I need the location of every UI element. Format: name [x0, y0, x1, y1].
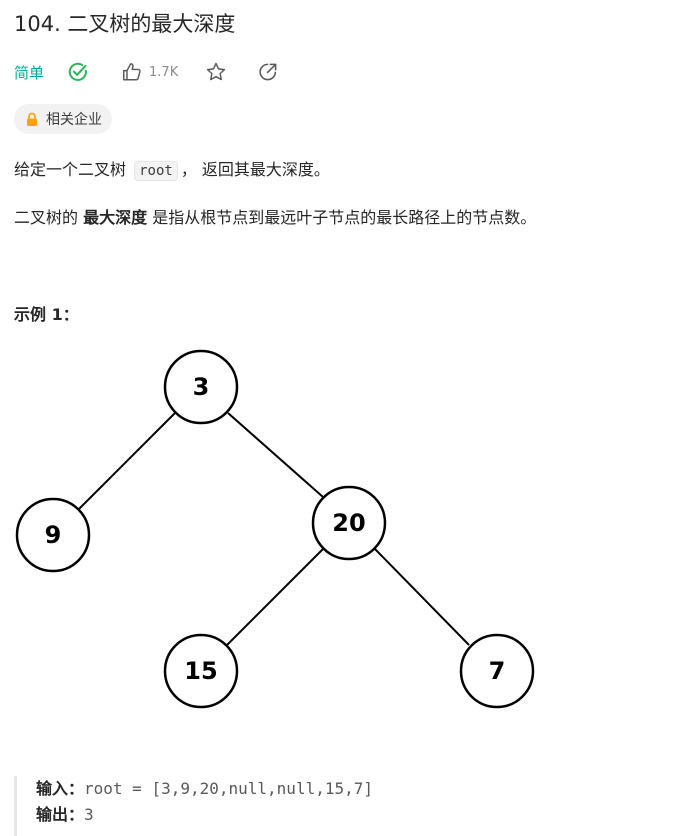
- tree-node: 3: [163, 349, 239, 425]
- tree-edge: [227, 412, 324, 498]
- binary-tree-diagram: 3 9 20 15 7: [15, 349, 535, 709]
- tree-node-label: 20: [332, 509, 365, 537]
- example-input-line: 输入：root = [3,9,20,null,null,15,7]: [36, 776, 636, 802]
- input-label: 输入：: [36, 779, 85, 798]
- output-label: 输出：: [36, 805, 85, 824]
- tree-edge: [226, 548, 324, 646]
- tree-node-label: 9: [45, 521, 62, 549]
- related-companies-tag[interactable]: 相关企业: [14, 104, 112, 134]
- output-value: 3: [84, 805, 94, 824]
- description-text: 是指从根节点到最远叶子节点的最长路径上的节点数。: [147, 208, 537, 227]
- tree-node: 9: [15, 497, 91, 573]
- share-icon[interactable]: [256, 60, 280, 84]
- description-text: 二叉树的: [14, 208, 84, 227]
- tree-node: 20: [311, 485, 387, 561]
- tree-node-label: 15: [184, 657, 217, 685]
- example-io-block: 输入：root = [3,9,20,null,null,15,7] 输出：3: [14, 776, 636, 836]
- check-circle-icon: [66, 60, 90, 84]
- like-count: 1.7K: [149, 64, 179, 80]
- thumbs-up-icon: [120, 60, 144, 84]
- problem-title: 104. 二叉树的最大深度: [14, 12, 236, 36]
- description-text: 给定一个二叉树: [14, 160, 132, 179]
- lock-icon: [25, 112, 39, 127]
- tree-node: 15: [163, 633, 239, 709]
- input-value: root = [3,9,20,null,null,15,7]: [84, 779, 373, 798]
- tree-edge: [374, 548, 470, 646]
- description-text: ， 返回其最大深度。: [180, 160, 330, 179]
- tree-node-label: 3: [193, 373, 210, 401]
- problem-meta-row: 简单 1.7K: [14, 58, 280, 86]
- like-button[interactable]: 1.7K: [120, 60, 178, 84]
- star-icon[interactable]: [204, 60, 228, 84]
- tree-edge: [78, 412, 176, 510]
- inline-code-root: root: [134, 161, 178, 181]
- tag-label: 相关企业: [46, 112, 102, 128]
- tree-node-label: 7: [489, 657, 506, 685]
- bold-term: 最大深度: [83, 208, 148, 227]
- description-paragraph-2: 二叉树的 最大深度 是指从根节点到最远叶子节点的最长路径上的节点数。: [14, 205, 536, 231]
- example-output-line: 输出：3: [36, 802, 636, 828]
- description-paragraph-1: 给定一个二叉树 root， 返回其最大深度。: [14, 157, 330, 184]
- tree-node: 7: [459, 633, 535, 709]
- example-heading: 示例 1：: [14, 305, 79, 324]
- difficulty-badge: 简单: [14, 63, 45, 82]
